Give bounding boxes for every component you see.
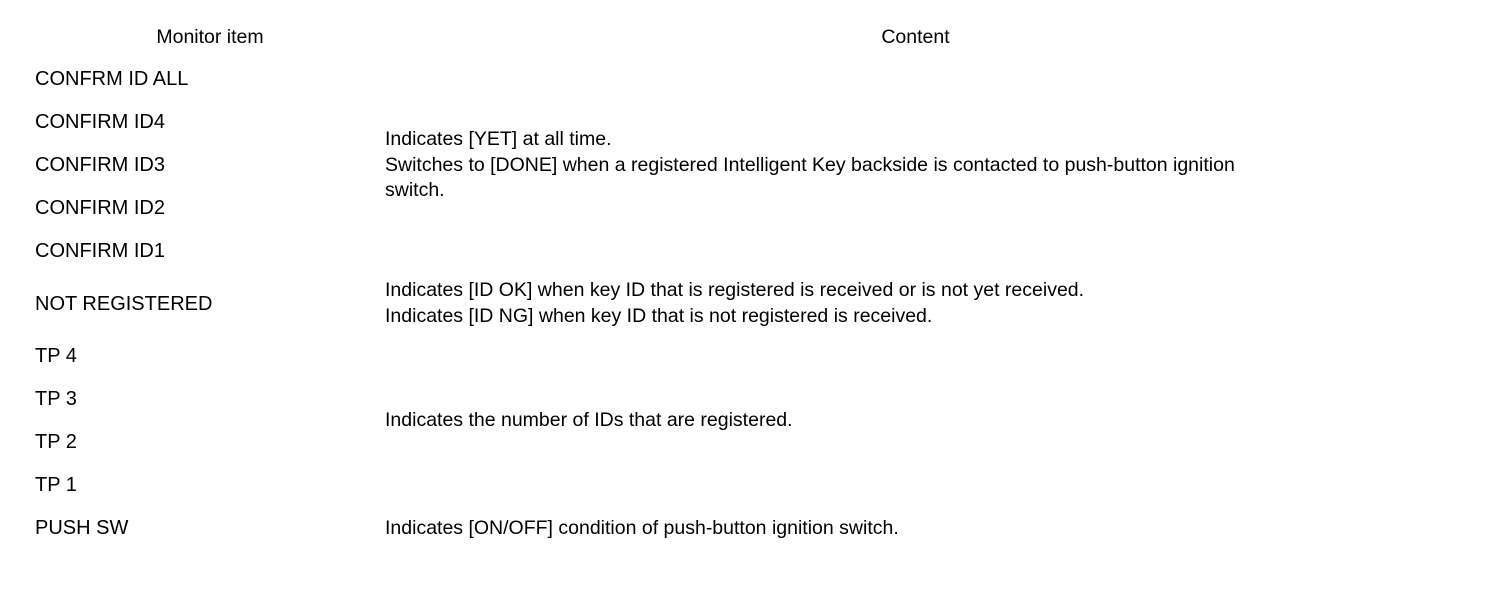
content-line: Indicates [ID NG] when key ID that is no…	[385, 305, 933, 327]
table-row: CONFIRM ID3	[35, 144, 1446, 187]
content-line: Indicates the number of IDs that are reg…	[385, 409, 793, 432]
table-row: NOT REGISTERED Indicates [ID OK] when ke…	[35, 273, 1446, 335]
table-row: PUSH SW Indicates [ON/OFF] condition of …	[35, 507, 1446, 550]
content-line: Indicates [ON/OFF] condition of push-but…	[385, 516, 899, 539]
monitor-item-label: NOT REGISTERED	[35, 292, 213, 315]
content-line: Switches to [DONE] when a registered Int…	[385, 153, 1235, 176]
monitor-item-label: TP 2	[35, 431, 77, 454]
content-line: switch.	[385, 179, 445, 202]
table-row: TP 1	[35, 464, 1446, 507]
table-row: CONFRM ID ALL Indicates [YET] at all tim…	[35, 58, 1446, 201]
table-row: CONFIRM ID4	[35, 101, 1446, 144]
table-header-row: Monitor item Content	[35, 18, 1446, 58]
monitor-item-label: CONFIRM ID2	[35, 197, 165, 220]
monitor-item-label: TP 1	[35, 474, 77, 497]
content-line: Indicates [ID OK] when key ID that is re…	[385, 279, 1085, 302]
monitor-item-label: CONFIRM ID4	[35, 111, 165, 134]
table-row: TP 2	[35, 421, 1446, 464]
monitor-item-label: CONFRM ID ALL	[35, 68, 189, 91]
content-line: Indicates [YET] at all time.	[385, 127, 612, 150]
table-row: CONFIRM ID2	[35, 187, 1446, 230]
column-header-content: Content	[881, 26, 950, 49]
monitor-item-spec-table: Monitor item Content CONFRM ID ALL Indic…	[35, 18, 1446, 550]
content-cell-confirm-id-group: Indicates [YET] at all time. Switches to…	[385, 58, 1446, 273]
table-row: CONFIRM ID1	[35, 230, 1446, 273]
monitor-item-label: PUSH SW	[35, 517, 129, 540]
spec-table-container: Monitor item Content CONFRM ID ALL Indic…	[35, 18, 1446, 550]
monitor-item-label: TP 4	[35, 345, 77, 368]
monitor-item-label: TP 3	[35, 388, 77, 411]
content-cell-not-registered-group: Indicates [ID OK] when key ID that is re…	[385, 273, 1446, 335]
monitor-item-label: CONFIRM ID1	[35, 240, 165, 263]
content-cell-push-sw-group: Indicates [ON/OFF] condition of push-but…	[385, 507, 1446, 550]
monitor-item-label: CONFIRM ID3	[35, 154, 165, 177]
table-row: TP 3	[35, 378, 1446, 421]
column-header-monitor-item: Monitor item	[156, 26, 264, 49]
content-cell-tp-group: Indicates the number of IDs that are reg…	[385, 335, 1446, 507]
table-row: TP 4 Indicates the number of IDs that ar…	[35, 335, 1446, 431]
